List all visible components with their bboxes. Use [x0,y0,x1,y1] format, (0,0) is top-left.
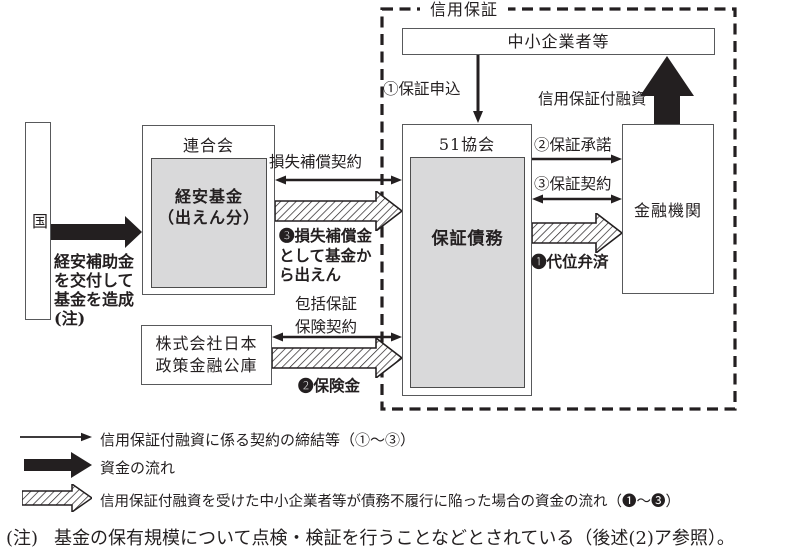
insurance-payment-arrow [272,338,402,378]
financial-institution-box: 金融機関 [622,124,714,294]
association-box-label: 51協会 [438,135,496,154]
guarantee-contract-arrow [532,194,622,204]
subsidy-label-line2: を交付して [54,271,134,290]
loss-compensation-payment-line1: ❸損失補償金 [279,226,373,245]
guarantee-obligation-box: 保証債務 [410,157,525,388]
credit-guaranteed-loan-arrow [640,56,694,124]
country-box-label: 国 [29,212,48,230]
subsidy-label-line1: 経安補助金 [54,252,135,271]
country-box: 国 [25,122,51,320]
sme-box: 中小企業者等 [402,28,715,55]
subsidy-label-line4: (注) [54,309,86,328]
subrogation-payment-label: ❶代位弁済 [531,252,609,271]
guarantee-obligation-label: 保証債務 [431,229,504,249]
loss-compensation-payment-line2: として基金か [279,245,372,265]
fund-label-line1: 経安基金 [174,187,243,206]
comprehensive-insurance-label: 包括保証 保険契約 [288,293,364,339]
comprehensive-insurance-line2: 保険契約 [294,318,357,336]
loss-compensation-payment-arrow [275,191,402,231]
subsidy-arrow [51,216,142,248]
footnote-marker: (注) [6,528,39,548]
federation-box: 連合会 経安基金 （出えん分） [142,125,275,295]
federation-box-label: 連合会 [182,136,234,155]
footnote-text: 基金の保有規模について点検・検証を行うことなどとされている（後述(2)ア参照）。 [54,528,735,548]
credit-guaranteed-loan-label: 信用保証付融資 [538,90,647,108]
footnote: (注) 基金の保有規模について点検・検証を行うことなどとされている（後述(2)ア… [6,524,735,548]
guarantee-contract-label: ③保証契約 [534,175,612,193]
subsidy-label: 経安補助金 を交付して 基金を造成 (注) [54,252,134,328]
jfc-box: 株式会社日本 政策金融公庫 [141,325,272,385]
loss-compensation-payment-label: ❸損失補償金 として基金か ら出えん [279,226,372,285]
legend-item-label: 資金の流れ [100,459,176,477]
comprehensive-insurance-line1: 包括保証 [294,295,357,313]
thick-arrow-icon [24,452,92,478]
association-box: 51協会 保証債務 [402,124,532,396]
subsidy-label-line3: 基金を造成 [54,290,135,309]
guarantee-approval-arrow [532,154,622,164]
comprehensive-insurance-contract-arrow [272,332,402,342]
legend-item-label: 信用保証付融資に係る契約の締結等（①～③） [100,431,416,449]
loss-compensation-payment-line3: ら出えん [279,265,342,284]
legend-item-label: 信用保証付融資を受けた中小企業者等が債務不履行に陥った場合の資金の流れ（❶～❸） [100,494,680,510]
hatched-arrow-icon [22,484,92,512]
fund-box: 経安基金 （出えん分） [151,158,267,288]
loss-compensation-contract-arrow [275,175,402,185]
thin-arrow-icon [20,432,92,442]
guarantee-application-arrow [473,55,483,123]
guarantee-approval-label: ②保証承諾 [534,136,612,154]
financial-institution-label: 金融機関 [633,201,702,220]
loss-compensation-contract-label: 損失補償契約 [269,153,363,171]
sme-box-label: 中小企業者等 [507,32,610,51]
insurance-payment-label: ❷保険金 [298,376,361,395]
subrogation-payment-arrow [532,213,622,253]
fund-label-line2: （出えん分） [157,208,260,227]
jfc-label-line1: 株式会社日本 [155,334,258,353]
jfc-label-line2: 政策金融公庫 [155,356,258,375]
credit-guarantee-frame-label: 信用保証 [420,0,509,20]
guarantee-application-label: ①保証申込 [383,80,461,98]
